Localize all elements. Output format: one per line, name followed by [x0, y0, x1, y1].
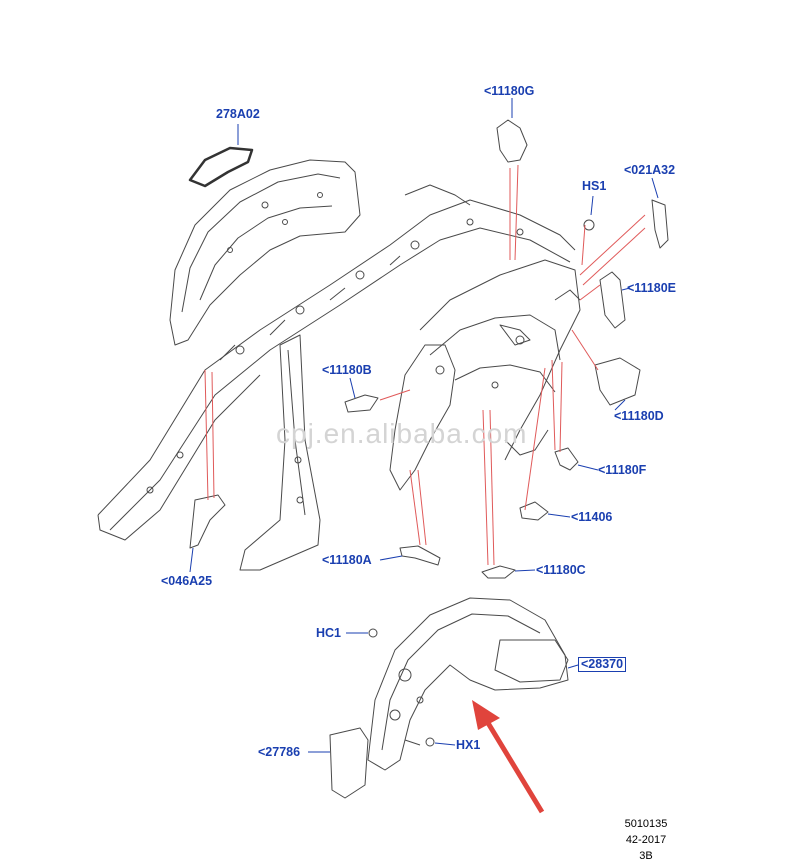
callout-046a25[interactable]: <046A25: [161, 574, 213, 588]
part-11406: [519, 501, 549, 521]
callout-11180f[interactable]: <11180F: [598, 463, 647, 477]
callout-pointers: [189, 98, 659, 753]
roof-side-rail: [97, 184, 576, 541]
part-27786: [329, 727, 369, 799]
wheelhouse-liner: [367, 597, 569, 771]
part-11180d: [594, 357, 641, 406]
callout-27786[interactable]: <27786: [258, 745, 301, 759]
part-11180a: [399, 545, 441, 566]
callout-hc1[interactable]: HC1: [316, 626, 342, 640]
part-11180f: [554, 447, 579, 471]
part-11180b: [344, 394, 379, 413]
callout-28370[interactable]: <28370: [578, 657, 627, 672]
quarter-inner-panel-upper: [169, 146, 361, 346]
callout-11180d[interactable]: <11180D: [614, 409, 664, 423]
part-hs1: [583, 219, 595, 231]
part-11180e: [599, 271, 626, 329]
part-hc1: [368, 628, 378, 638]
callout-11180e[interactable]: <11180E: [627, 281, 677, 295]
callout-11406[interactable]: <11406: [571, 510, 613, 524]
callout-278a02[interactable]: 278A02: [216, 107, 260, 121]
callout-021a32[interactable]: <021A32: [624, 163, 676, 177]
callout-hx1[interactable]: HX1: [456, 738, 481, 752]
highlight-arrow: [472, 700, 545, 814]
part-046a25: [189, 494, 226, 549]
rear-wheelhouse-structure: [389, 259, 581, 491]
watermark: cpj.en.alibaba.com: [276, 418, 528, 449]
leader-lines: [204, 164, 646, 566]
reference-date: 42-2017: [625, 834, 667, 846]
reference-code: 5010135: [624, 818, 668, 830]
part-021a32: [651, 199, 669, 249]
part-hx1: [425, 737, 435, 747]
part-11180g: [496, 119, 528, 163]
reference-sheet: 3B: [639, 850, 653, 862]
callout-11180b[interactable]: <11180B: [322, 363, 372, 377]
callout-hs1[interactable]: HS1: [582, 179, 607, 193]
callout-11180g[interactable]: <11180G: [484, 84, 535, 98]
part-11180c: [481, 565, 516, 579]
callout-11180c[interactable]: <11180C: [536, 563, 586, 577]
b-pillar: [239, 334, 321, 571]
callout-11180a[interactable]: <11180A: [322, 553, 372, 567]
